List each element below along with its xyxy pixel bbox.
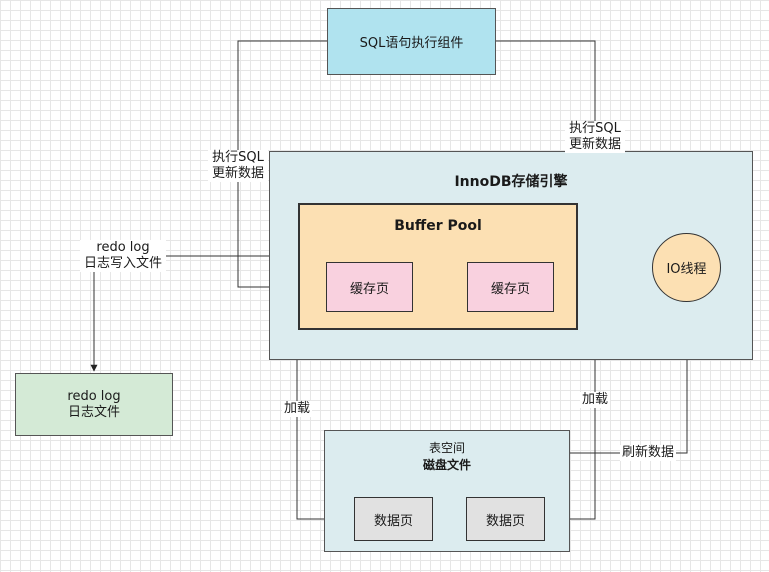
tablespace-title: 表空间 磁盘文件	[325, 440, 569, 474]
edge-label-line2: 更新数据	[568, 137, 621, 152]
edge-label-line1: 执行SQL	[569, 121, 621, 136]
edge-label-load-right: 加载	[580, 392, 610, 408]
edge-label-text: 刷新数据	[621, 445, 674, 460]
edge-label-line1: redo log	[96, 240, 150, 255]
io-thread-circle: IO线程	[652, 233, 721, 302]
edge-label-exec-update-left: 执行SQL 更新数据	[208, 150, 268, 182]
edge-label-flush: 刷新数据	[620, 445, 676, 461]
sql-execution-component-label: SQL语句执行组件	[359, 36, 464, 51]
data-page-right: 数据页	[466, 497, 545, 541]
edge-label-exec-update-right: 执行SQL 更新数据	[565, 121, 625, 153]
redo-log-file-line1: redo log	[67, 388, 121, 404]
sql-execution-component: SQL语句执行组件	[327, 8, 496, 75]
tablespace-title-line2: 磁盘文件	[422, 458, 471, 472]
edge-label-redo-write: redo log 日志写入文件	[80, 240, 166, 272]
edge-redo-write	[90, 255, 269, 372]
cache-page-label: 缓存页	[349, 281, 389, 297]
edge-label-text: 加载	[283, 401, 310, 416]
redo-log-file-line2: 日志文件	[67, 404, 120, 420]
data-page-label: 数据页	[485, 513, 525, 529]
buffer-pool-title: Buffer Pool	[394, 218, 482, 234]
cache-page-right: 缓存页	[467, 262, 554, 312]
io-thread-label: IO线程	[666, 262, 707, 277]
edge-label-line2: 日志写入文件	[83, 256, 162, 271]
cache-page-left: 缓存页	[326, 262, 413, 312]
edge-label-load-left: 加载	[282, 401, 312, 417]
edge-label-text: 加载	[581, 392, 608, 407]
data-page-label: 数据页	[373, 513, 413, 529]
edge-label-line1: 执行SQL	[212, 150, 264, 165]
cache-page-label: 缓存页	[490, 281, 530, 297]
data-page-left: 数据页	[354, 497, 433, 541]
innodb-engine-title: InnoDB存储引擎	[454, 174, 568, 190]
redo-log-file: redo log 日志文件	[15, 373, 173, 436]
tablespace-title-line1: 表空间	[428, 441, 465, 455]
edge-label-line2: 更新数据	[211, 166, 264, 181]
